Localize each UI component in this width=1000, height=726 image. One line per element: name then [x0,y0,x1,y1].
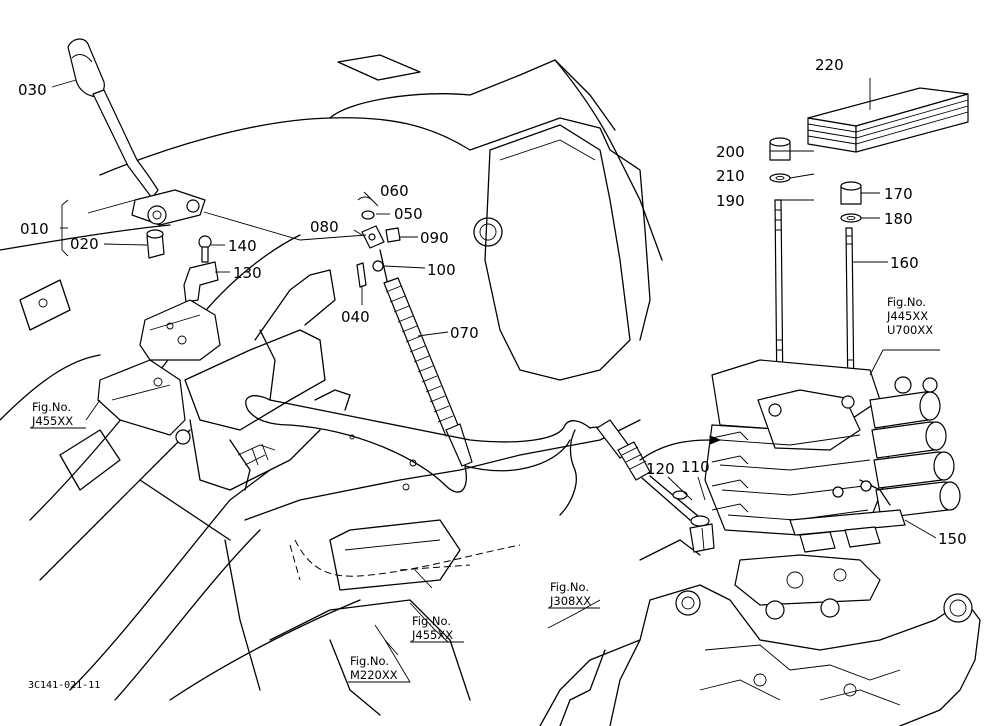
part-label-120: 120 [646,460,675,478]
body-panels [0,54,663,726]
part-label-080: 080 [310,218,339,236]
shift-cable [245,196,591,493]
part-labels: 030 010 020 140 130 060 050 080 090 100 … [18,56,967,548]
part-label-050: 050 [394,205,423,223]
fig-ref-1-prefix: Fig.No. [32,400,71,414]
part-label-180: 180 [884,210,913,228]
control-valve-assembly [539,137,981,726]
fig-ref-5-number-2: U700XX [887,323,933,337]
fig-ref-2-prefix: Fig.No. [412,614,451,628]
fig-ref-3-prefix: Fig.No. [350,654,389,668]
fig-ref-4-number: J308XX [549,594,591,608]
part-label-040: 040 [341,308,370,326]
part-label-070: 070 [450,324,479,342]
fig-ref-4-prefix: Fig.No. [550,580,589,594]
part-label-130: 150 [938,530,967,548]
fig-ref-5-prefix: Fig.No. [887,295,926,309]
drawing-code: 3C141-021-11 [28,680,100,691]
part-label-170: 170 [884,185,913,203]
part-label-160: 160 [890,254,919,272]
part-label-150: 140 [228,237,257,255]
part-label-100: 100 [427,261,456,279]
part-label-030: 030 [18,81,47,99]
fig-ref-1-number: J455XX [31,414,73,428]
fig-ref-2-number: J455XX [411,628,453,642]
part-label-220: 220 [815,56,844,74]
part-label-190: 190 [716,192,745,210]
part-label-010: 010 [20,220,49,238]
part-label-090: 090 [420,229,449,247]
cable-valve-end [559,419,722,553]
manual-220 [807,87,969,153]
leader-lines [30,78,940,683]
fig-ref-3-number: M220XX [350,668,398,682]
part-label-020: 020 [70,235,99,253]
fig-ref-5-number-1: J445XX [886,309,928,323]
part-label-140: 130 [233,264,262,282]
part-label-060: 060 [380,182,409,200]
part-label-210: 210 [716,167,745,185]
part-label-110: 110 [681,458,710,476]
figure-references: Fig.No. J455XX Fig.No. J455XX Fig.No. M2… [31,295,933,682]
shift-lever-assembly [67,38,351,491]
part-label-200: 200 [716,143,745,161]
